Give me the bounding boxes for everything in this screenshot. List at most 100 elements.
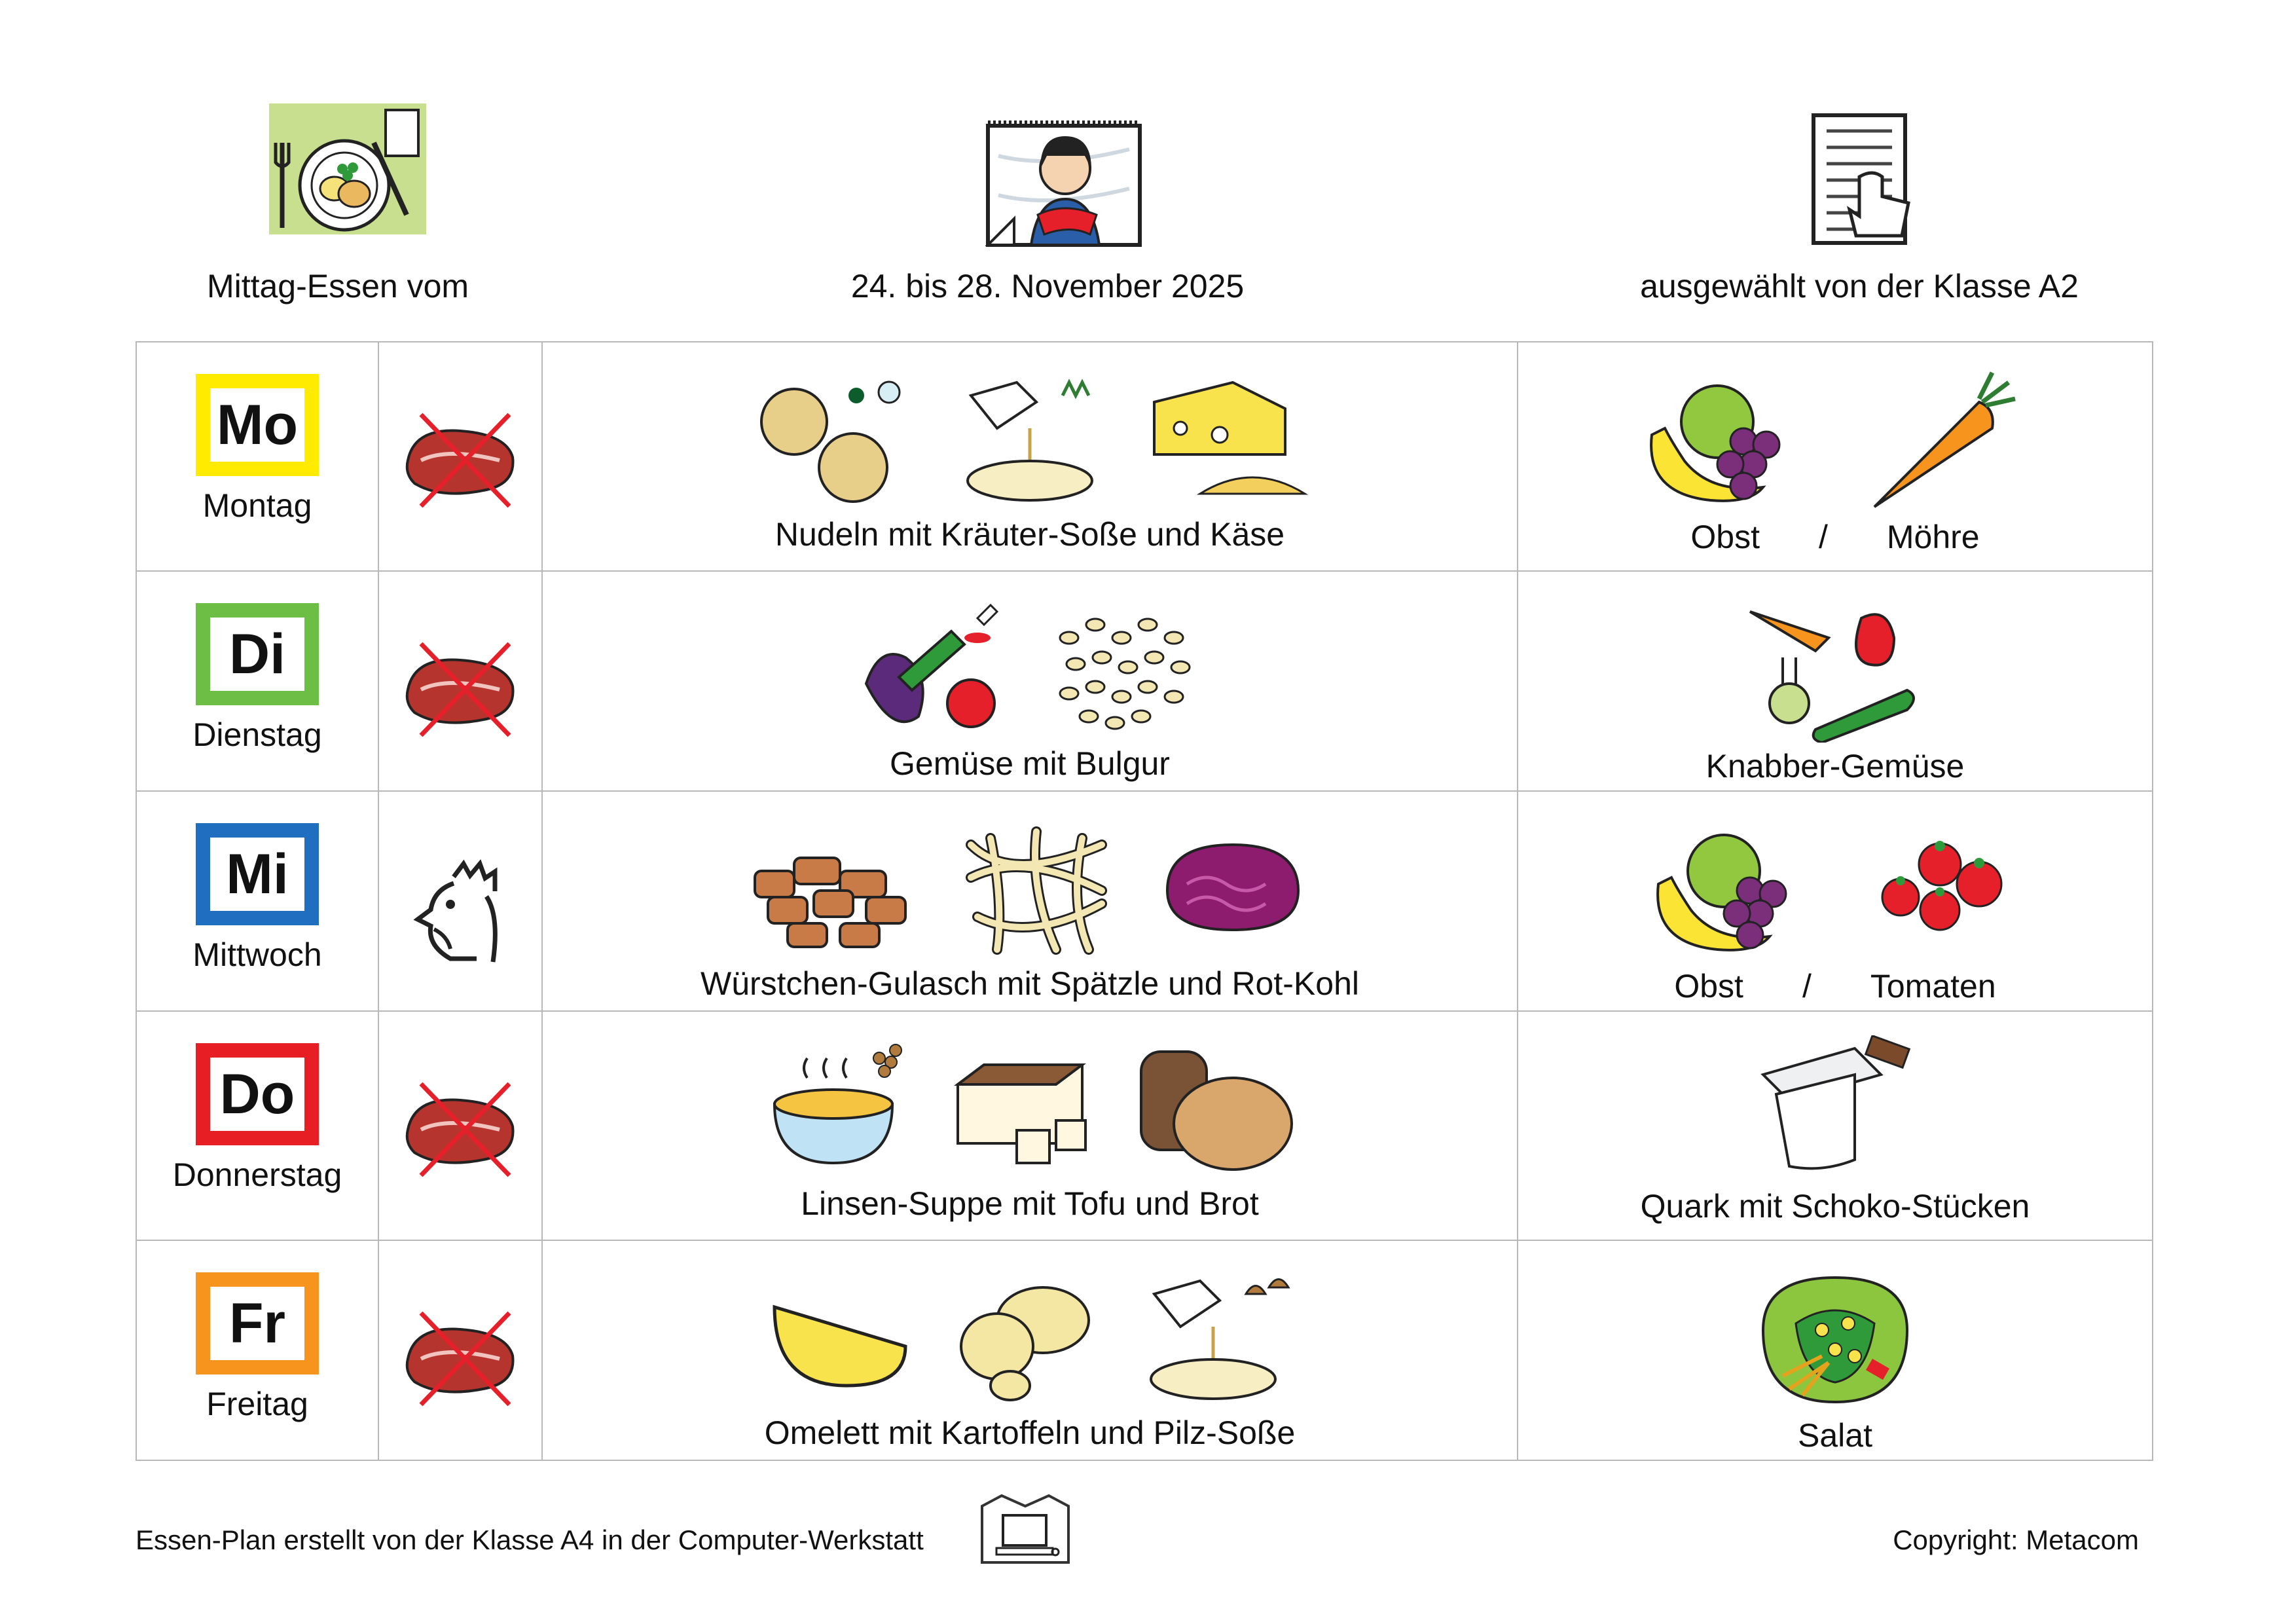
meal-description: Gemüse mit Bulgur <box>890 745 1170 782</box>
side-separator: / <box>1818 519 1828 555</box>
lunch-plate-icon <box>269 103 426 238</box>
day-badge: Mi <box>196 823 319 925</box>
side-cell: Obst / Tomaten <box>1517 790 2153 1012</box>
day-badge-label: Mi <box>210 838 304 911</box>
side-separator: / <box>1802 968 1812 1005</box>
bulgur-icon <box>1059 618 1191 730</box>
side-item: Möhre <box>1886 519 1980 555</box>
tomatoes-icon <box>1881 841 2003 931</box>
day-badge-label: Di <box>210 618 304 691</box>
menu-selection-icon <box>1807 111 1918 252</box>
meal-pictures <box>543 366 1517 510</box>
quark-cup-icon <box>1760 1035 1911 1170</box>
footer-copyright: Copyright: Metacom <box>1893 1524 2139 1555</box>
day-cell-tuesday: Di Dienstag <box>136 570 379 792</box>
meal-pictures <box>543 595 1517 739</box>
no-meat-icon <box>405 413 515 508</box>
pouring-sauce-icon <box>966 378 1093 502</box>
mushroom-sauce-icon <box>1150 1278 1290 1400</box>
meal-pictures <box>543 1264 1517 1409</box>
side-item: Tomaten <box>1870 968 1996 1005</box>
side-pictures <box>1518 1264 2152 1415</box>
snack-vegetables-icon <box>1749 610 1915 743</box>
meal-description: Nudeln mit Kräuter-Soße und Käse <box>774 516 1285 553</box>
day-cell-friday: Fr Freitag <box>136 1240 379 1461</box>
meal-pictures <box>543 1035 1517 1179</box>
meal-cell: Nudeln mit Kräuter-Soße und Käse <box>541 341 1518 572</box>
meal-cell: Würstchen-Gulasch mit Spätzle und Rot-Ko… <box>541 790 1518 1012</box>
table-row: Di Dienstag <box>136 570 2153 792</box>
day-badge-label: Mo <box>210 388 304 462</box>
day-cell-monday: Mo Montag <box>136 341 379 572</box>
side-item: Knabber-Gemüse <box>1705 748 1965 784</box>
computer-workshop-icon <box>979 1493 1071 1568</box>
side-item: Obst <box>1690 519 1760 555</box>
protein-cell <box>378 570 543 792</box>
day-name: Dienstag <box>192 716 322 753</box>
side-pictures <box>1518 815 2152 966</box>
side-description: Obst / Tomaten <box>1518 967 2152 1005</box>
table-row: Mi Mittwoch <box>136 790 2153 1012</box>
red-cabbage-icon <box>1165 843 1300 932</box>
table-row: Mo Montag <box>136 341 2153 572</box>
side-cell: Salat <box>1517 1240 2153 1461</box>
meal-cell: Linsen-Suppe mit Tofu und Brot <box>541 1010 1518 1241</box>
lentil-soup-icon <box>773 1044 902 1165</box>
fruit-icon <box>1650 384 1781 502</box>
day-badge: Mo <box>196 374 319 476</box>
meal-description: Würstchen-Gulasch mit Spätzle und Rot-Ko… <box>701 965 1359 1002</box>
day-name: Montag <box>202 487 312 524</box>
salad-icon <box>1761 1276 1909 1404</box>
day-badge: Di <box>196 603 319 705</box>
footer-credit: Essen-Plan erstellt von der Klasse A4 in… <box>136 1524 924 1555</box>
chicken-icon <box>413 859 498 963</box>
day-name: Mittwoch <box>192 936 322 973</box>
no-meat-icon <box>405 642 515 737</box>
side-cell: Quark mit Schoko-Stücken <box>1517 1010 2153 1241</box>
side-description: Salat <box>1518 1416 2152 1454</box>
protein-cell <box>378 341 543 572</box>
meal-description: Omelett mit Kartoffeln und Pilz-Soße <box>764 1414 1296 1451</box>
side-description: Quark mit Schoko-Stücken <box>1518 1187 2152 1225</box>
day-badge: Do <box>196 1043 319 1145</box>
side-pictures <box>1518 366 2152 517</box>
header-lunch-label: Mittag-Essen vom <box>206 268 469 304</box>
meal-description: Linsen-Suppe mit Tofu und Brot <box>801 1185 1259 1222</box>
omelette-icon <box>773 1304 907 1388</box>
side-cell: Obst / Möhre <box>1517 341 2153 572</box>
side-item: Salat <box>1798 1417 1872 1454</box>
day-cell-thursday: Do Donnerstag <box>136 1010 379 1241</box>
side-pictures <box>1518 1035 2152 1186</box>
header-date-range: 24. bis 28. November 2025 <box>850 268 1245 304</box>
side-item: Obst <box>1674 968 1743 1005</box>
meal-pictures <box>543 815 1517 959</box>
no-meat-icon <box>405 1082 515 1177</box>
no-meat-icon <box>405 1311 515 1407</box>
vegetables-icon <box>864 603 999 728</box>
day-badge-label: Do <box>210 1058 304 1131</box>
day-badge-label: Fr <box>210 1287 304 1360</box>
side-item: Quark mit Schoko-Stücken <box>1640 1188 2030 1225</box>
spaetzle-icon <box>966 826 1107 955</box>
sausage-goulash-icon <box>754 857 907 948</box>
bread-icon <box>1140 1050 1293 1171</box>
tortellini-icon <box>760 380 901 503</box>
cheese-icon <box>1153 380 1309 495</box>
table-row: Do Donnerstag <box>136 1010 2153 1241</box>
meal-cell: Gemüse mit Bulgur <box>541 570 1518 792</box>
side-pictures <box>1518 595 2152 746</box>
protein-cell <box>378 790 543 1012</box>
potatoes-icon <box>960 1286 1090 1401</box>
day-badge: Fr <box>196 1272 319 1375</box>
side-cell: Knabber-Gemüse <box>1517 570 2153 792</box>
fruit-icon <box>1656 834 1787 951</box>
tofu-icon <box>954 1063 1087 1164</box>
header-selected-by: ausgewählt von der Klasse A2 <box>1640 268 2079 304</box>
meal-cell: Omelett mit Kartoffeln und Pilz-Soße <box>541 1240 1518 1461</box>
calendar-girl-icon <box>985 117 1142 251</box>
meal-plan-table: Mo Montag <box>136 341 2153 1461</box>
table-row: Fr Freitag <box>136 1240 2153 1461</box>
protein-cell <box>378 1010 543 1241</box>
side-description: Knabber-Gemüse <box>1518 747 2152 785</box>
day-name: Freitag <box>206 1386 308 1422</box>
